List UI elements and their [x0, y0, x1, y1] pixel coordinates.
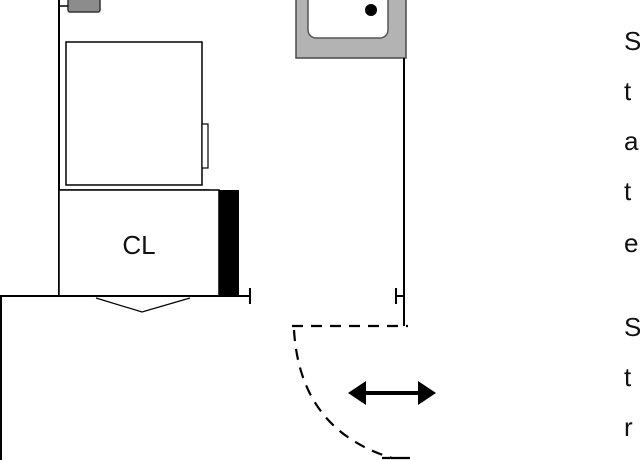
side-text-line-4: t: [624, 176, 632, 206]
upper-cabinet-handle: [201, 123, 209, 169]
upper-cabinet: [65, 41, 203, 186]
sink-drain: [365, 4, 377, 16]
side-text-line-1: S: [624, 26, 640, 56]
cl-appliance-label: CL: [122, 230, 155, 260]
tap-fixture: [67, 0, 101, 13]
sink-basin-inner: [307, 0, 389, 39]
cl-appliance: [58, 189, 220, 297]
side-text-line-7: t: [624, 362, 632, 392]
door-swing-arc: [292, 329, 393, 460]
side-text-line-3: a: [624, 126, 639, 156]
double-arrow-left-head: [348, 381, 366, 405]
opening-chevron: [95, 297, 191, 313]
cl-appliance-black-side: [219, 190, 239, 296]
side-text-line-2: t: [624, 76, 632, 106]
double-arrow-right-head: [418, 381, 436, 405]
side-text-line-8: r: [624, 412, 633, 442]
side-text-line-5: e: [624, 228, 639, 258]
side-text-line-6: S: [624, 312, 640, 342]
